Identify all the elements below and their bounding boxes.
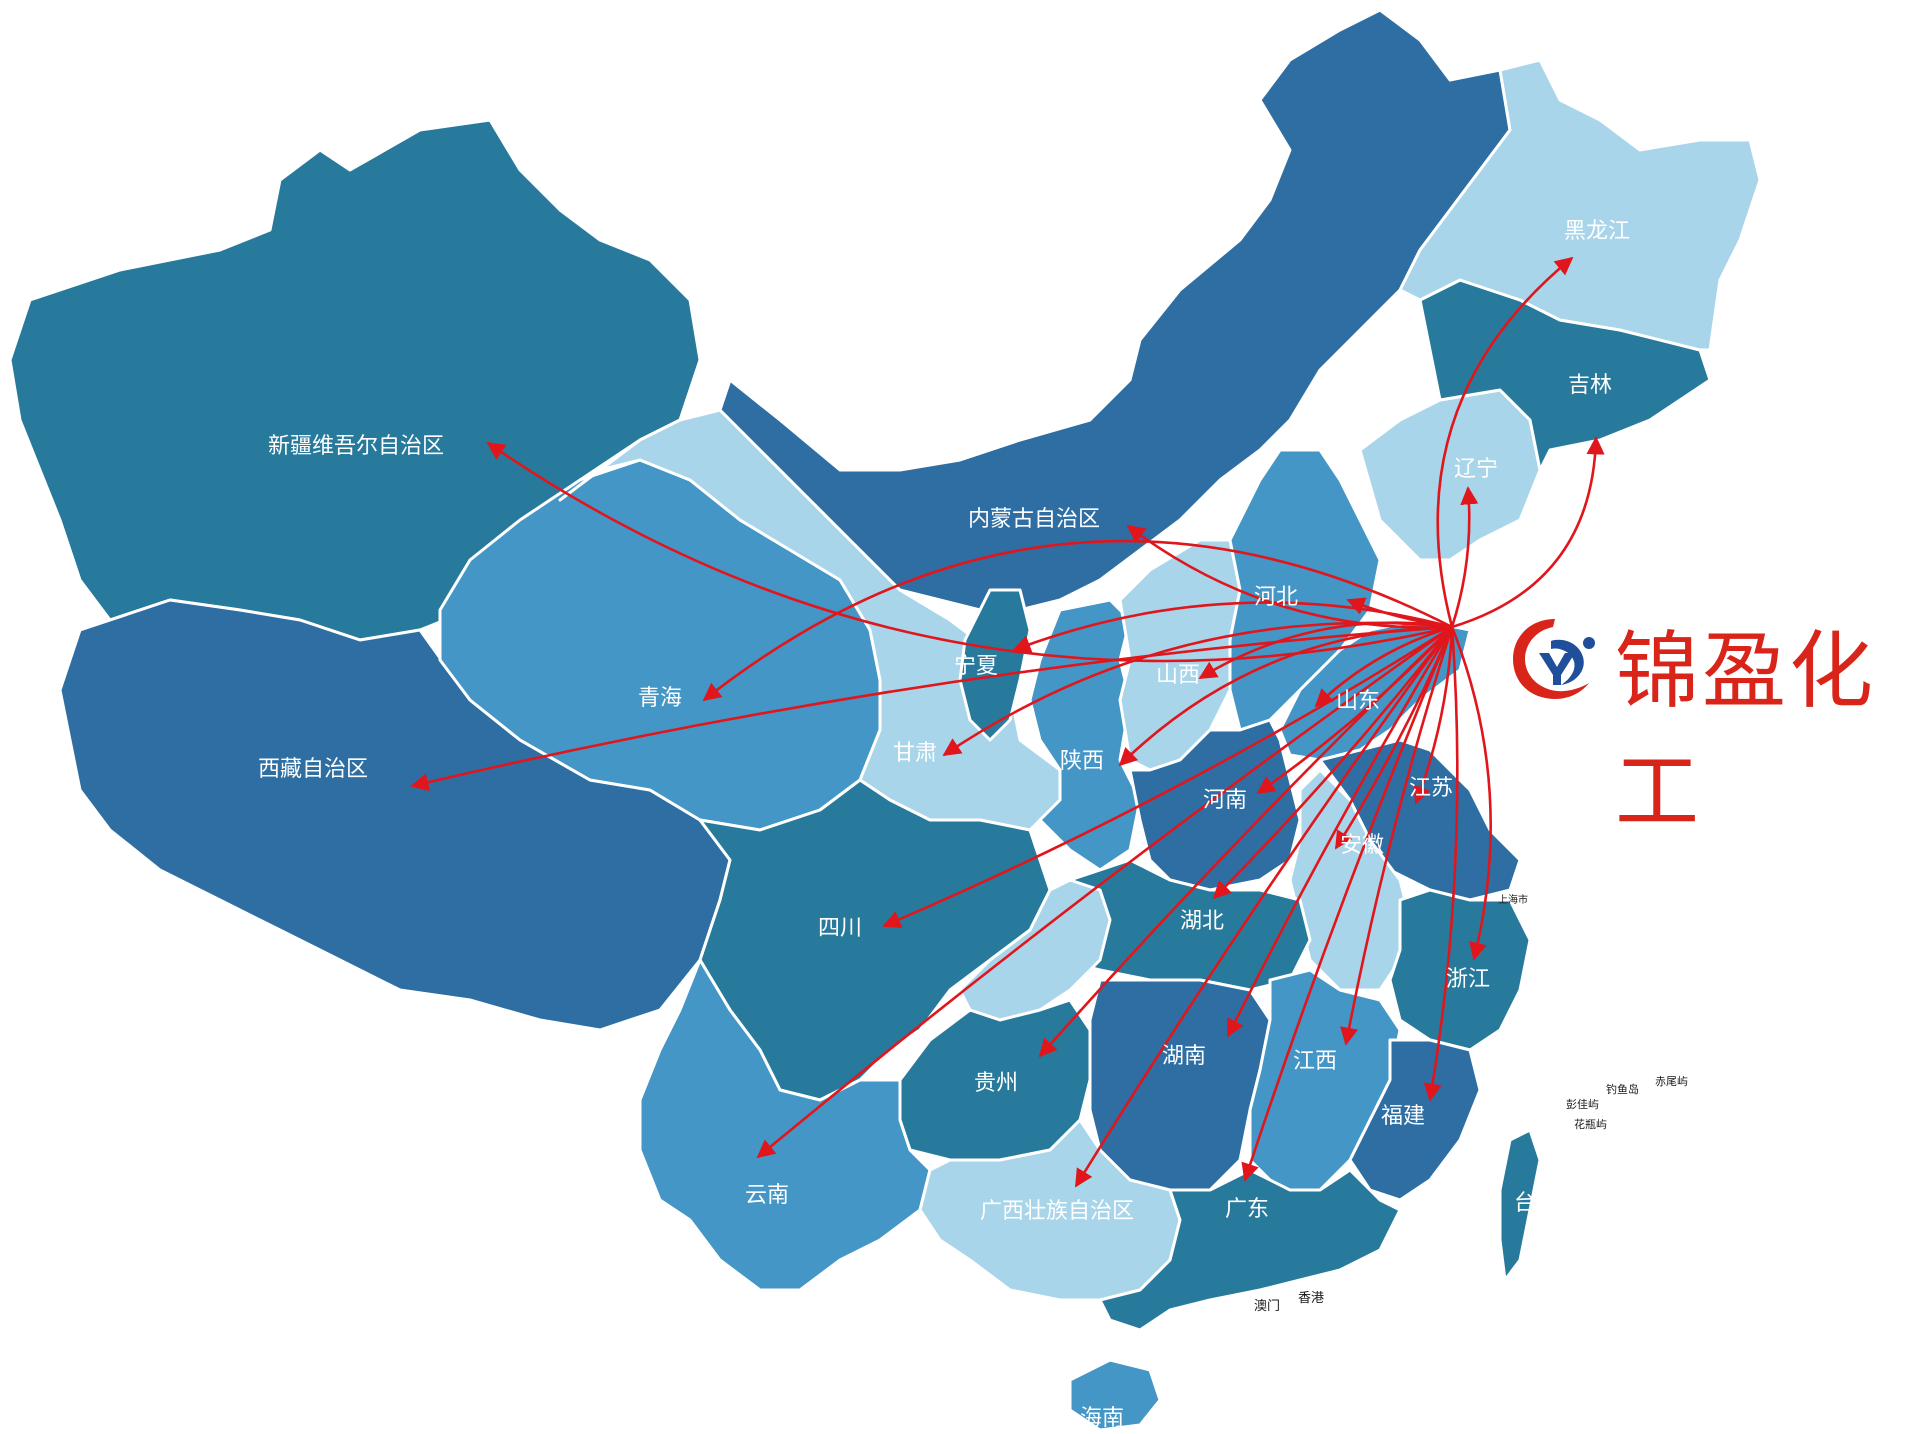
label-fujian: 福建	[1381, 1104, 1425, 1129]
label-guangxi: 广西壮族自治区	[980, 1199, 1134, 1224]
arrow-to-hebei	[1346, 597, 1453, 629]
label-island-pengjia: 彭佳屿	[1566, 1097, 1599, 1111]
province-hebei[interactable]	[1228, 448, 1382, 732]
arrow-to-zhejiang	[1450, 626, 1492, 961]
arrow-to-fujian	[1423, 626, 1459, 1102]
distribution-arrows	[410, 256, 1605, 1188]
label-xizang: 西藏自治区	[258, 757, 368, 782]
arrow-to-heilongjiang	[1436, 256, 1574, 628]
label-neimenggu: 内蒙古自治区	[968, 507, 1100, 532]
label-hainan: 海南	[1080, 1406, 1124, 1431]
arrow-to-shanxi	[1198, 621, 1453, 680]
label-yunnan: 云南	[745, 1183, 789, 1208]
province-liaoning[interactable]	[1358, 388, 1542, 562]
label-xinjiang: 新疆维吾尔自治区	[268, 434, 444, 459]
label-taiwan: 台湾	[1514, 1191, 1558, 1216]
arrow-to-jiangxi	[1340, 626, 1454, 1046]
label-jiangsu: 江苏	[1409, 776, 1453, 801]
province-yunnan[interactable]	[638, 958, 932, 1292]
province-xizang[interactable]	[58, 598, 732, 1032]
label-jiangxi: 江西	[1293, 1049, 1337, 1074]
arrow-to-guangxi	[1074, 626, 1454, 1188]
province-ningxia[interactable]	[958, 588, 1032, 742]
arrow-to-jiangsu	[1413, 626, 1454, 805]
label-heilongjiang: 黑龙江	[1564, 219, 1630, 244]
province-henan[interactable]	[1128, 718, 1302, 892]
province-labels: 新疆维吾尔自治区 西藏自治区 青海 内蒙古自治区 甘肃 宁夏 陕西 山西 河北 …	[258, 219, 1688, 1431]
arrow-to-guangdong	[1241, 626, 1454, 1182]
arrow-to-qinghai	[702, 539, 1453, 702]
label-macau: 澳门	[1254, 1298, 1280, 1314]
province-guangdong[interactable]	[1098, 1168, 1402, 1332]
province-heilongjiang[interactable]	[1398, 58, 1762, 352]
arrow-to-guizhou	[1038, 626, 1453, 1058]
brand-name: 锦盈化工	[1615, 622, 1877, 841]
label-zhejiang: 浙江	[1446, 967, 1490, 992]
label-shanxi: 山西	[1156, 663, 1200, 688]
arrow-to-neimenggu	[1126, 524, 1453, 629]
label-henan: 河南	[1203, 788, 1247, 813]
arrow-to-sichuan	[882, 625, 1453, 928]
label-anhui: 安徽	[1340, 833, 1384, 858]
province-hainan[interactable]	[1068, 1358, 1162, 1432]
arrow-to-yunnan	[756, 625, 1453, 1159]
label-shandong: 山东	[1336, 689, 1380, 714]
label-jilin: 吉林	[1568, 373, 1612, 398]
label-shaanxi: 陕西	[1060, 749, 1104, 774]
label-liaoning: 辽宁	[1454, 457, 1498, 482]
label-island-chiwei: 赤尾屿	[1655, 1075, 1688, 1088]
label-gansu: 甘肃	[893, 741, 937, 766]
label-guangdong: 广东	[1225, 1197, 1269, 1222]
province-hunan[interactable]	[1088, 978, 1272, 1192]
province-shanxi[interactable]	[1118, 538, 1242, 772]
label-island-diaoyu: 钓鱼岛	[1606, 1082, 1639, 1096]
label-ningxia: 宁夏	[954, 654, 998, 679]
label-hongkong: 香港	[1298, 1291, 1324, 1306]
province-taiwan[interactable]	[1498, 1128, 1542, 1282]
label-guizhou: 贵州	[974, 1071, 1018, 1096]
label-island-huaping: 花瓶屿	[1574, 1117, 1607, 1131]
label-qinghai: 青海	[638, 686, 682, 711]
label-hebei: 河北	[1254, 585, 1298, 610]
province-layer	[8, 8, 1762, 1432]
label-hunan: 湖南	[1162, 1044, 1206, 1069]
arrow-to-jilin	[1451, 436, 1605, 629]
arrow-to-liaoning	[1450, 486, 1479, 628]
label-shanghai: 上海市	[1498, 893, 1528, 906]
label-hubei: 湖北	[1180, 909, 1224, 934]
province-shaanxi[interactable]	[1028, 598, 1142, 872]
province-zhejiang[interactable]	[1388, 888, 1532, 1052]
label-sichuan: 四川	[818, 916, 862, 941]
arrow-to-shandong	[1314, 625, 1453, 708]
arrow-to-hunan	[1226, 626, 1454, 1038]
arrow-to-xizang	[410, 625, 1453, 792]
arrow-to-shaanxi	[1118, 625, 1453, 767]
province-fujian[interactable]	[1348, 1038, 1482, 1202]
jinying-logo-icon	[1513, 619, 1595, 699]
arrow-to-hubei	[1212, 626, 1454, 900]
